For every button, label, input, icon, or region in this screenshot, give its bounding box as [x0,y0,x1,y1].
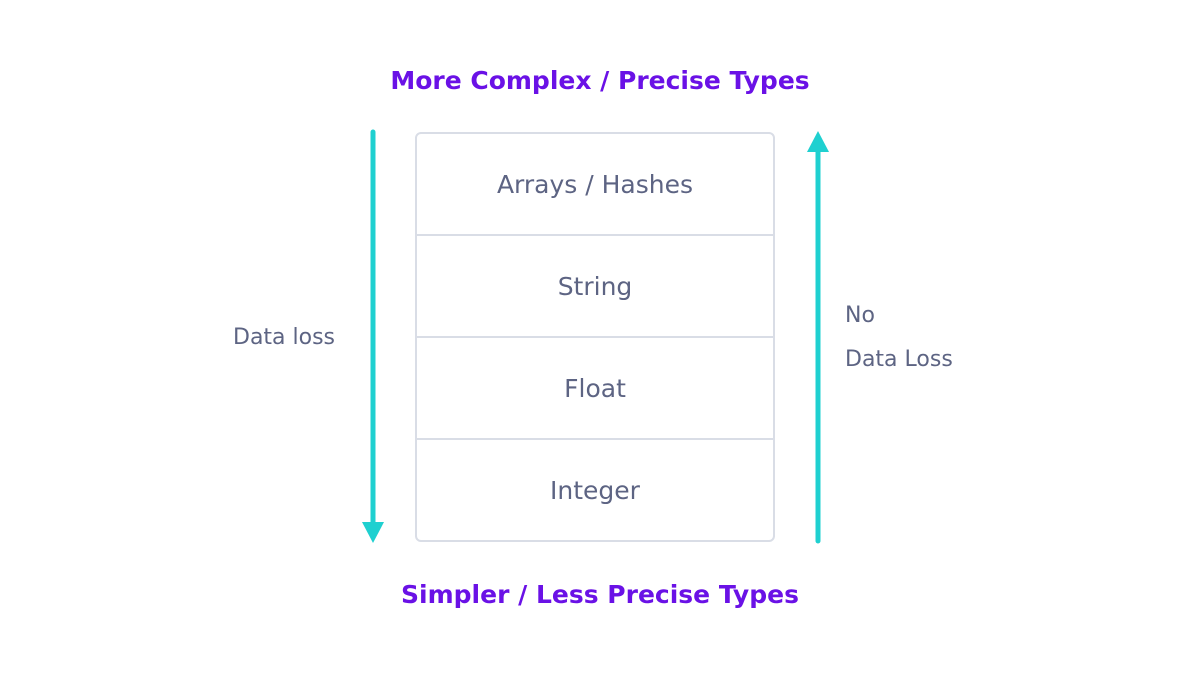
level-arrays-hashes: Arrays / Hashes [417,134,773,236]
data-loss-arrow [362,129,384,543]
level-float: Float [417,338,773,440]
top-heading: More Complex / Precise Types [390,66,810,95]
level-integer: Integer [550,475,640,505]
type-stack: Arrays / Hashes String Float Integer [415,132,775,542]
no-data-loss-label-line1: No [845,303,875,328]
no-data-loss-arrow-head [807,131,829,152]
no-data-loss-arrow [807,131,829,544]
bottom-heading: Simpler / Less Precise Types [401,580,799,609]
no-data-loss-label: No Data Loss [845,294,953,382]
data-loss-arrow-head [362,522,384,543]
data-loss-label: Data loss [233,325,336,350]
level-string: String [417,236,773,338]
no-data-loss-label-line2: Data Loss [845,347,953,372]
